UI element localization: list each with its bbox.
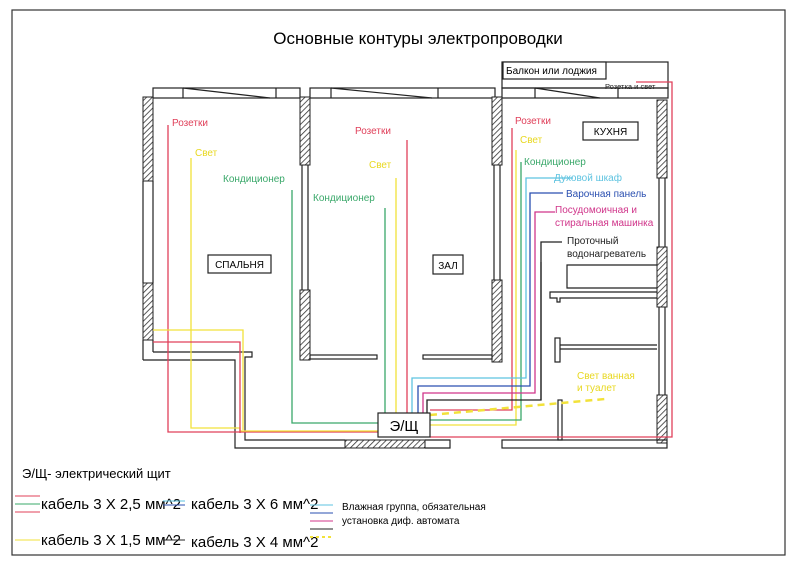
hall-light-label: Свет xyxy=(369,160,392,171)
kitchen-heater-label-1: Проточный xyxy=(567,236,618,247)
kitchen-washer-label-2: стиральная машинка xyxy=(555,218,654,229)
wiring xyxy=(153,81,673,438)
kitchen-washer-label-1: Посудомоичная и xyxy=(555,205,637,216)
wire-balcony xyxy=(430,81,673,438)
room-balcony-name: Балкон или лоджия xyxy=(506,66,597,77)
legend-wet-group-2: установка диф. автомата xyxy=(342,515,460,527)
room-bedroom-name: СПАЛЬНЯ xyxy=(215,260,264,271)
wire-hob xyxy=(417,192,563,413)
kitchen-light-label: Свет xyxy=(520,135,543,146)
wire-washing xyxy=(422,211,555,413)
room-hall-name: ЗАЛ xyxy=(438,261,458,272)
kitchen-sockets-label: Розетки xyxy=(515,116,551,127)
legend-wet-group-1: Влажная группа, обязательная xyxy=(342,501,486,513)
legend-title: Э/Щ- электрический щит xyxy=(22,466,171,481)
kitchen-hob-label: Варочная панель xyxy=(566,189,646,200)
electrical-panel-label: Э/Щ xyxy=(389,418,418,435)
page-frame xyxy=(11,9,786,556)
bedroom-sockets-label: Розетки xyxy=(172,118,208,129)
bathroom-light-label-1: Свет ванная xyxy=(577,371,635,382)
electrical-panel xyxy=(377,412,431,438)
kitchen-ac-label: Кондиционер xyxy=(524,157,586,168)
wire-kitchen-light xyxy=(430,150,517,426)
legend-cable-6: кабель 3 X 6 мм^2 xyxy=(191,496,318,513)
kitchen-heater-label-2: водонагреватель xyxy=(567,249,646,260)
wire-water-heater xyxy=(426,241,562,413)
legend: Э/Щ- электрический щит кабель 3 X 2,5 мм… xyxy=(15,466,486,551)
wire-bedroom-sockets xyxy=(167,125,378,433)
wire-kitchen-ac xyxy=(430,162,522,421)
legend-cable-1-5: кабель 3 X 1,5 мм^2 xyxy=(41,532,181,549)
hall-sockets-label: Розетки xyxy=(355,126,391,137)
legend-cable-2-5: кабель 3 X 2,5 мм^2 xyxy=(41,496,181,513)
hall-ac-label: Кондиционер xyxy=(313,193,375,204)
wire-oven xyxy=(411,177,573,413)
bedroom-ac-label: Кондиционер xyxy=(223,174,285,185)
balcony-outlet-label: Розетка и свет xyxy=(605,82,656,91)
wire-kitchen-sockets xyxy=(430,128,513,411)
floor-plan-walls xyxy=(142,61,669,449)
legend-cable-4: кабель 3 X 4 мм^2 xyxy=(191,534,318,551)
wire-bathroom-light xyxy=(429,397,606,417)
bathroom-light-label-2: и туалет xyxy=(577,383,617,394)
wire-bedroom-light xyxy=(190,158,378,432)
page-title: Основные контуры электропроводки xyxy=(273,29,562,48)
wire-bedroom-ac xyxy=(291,190,378,424)
bedroom-light-label: Свет xyxy=(195,148,218,159)
room-kitchen-name: КУХНЯ xyxy=(594,127,627,138)
kitchen-oven-label: Духовой шкаф xyxy=(554,172,622,184)
